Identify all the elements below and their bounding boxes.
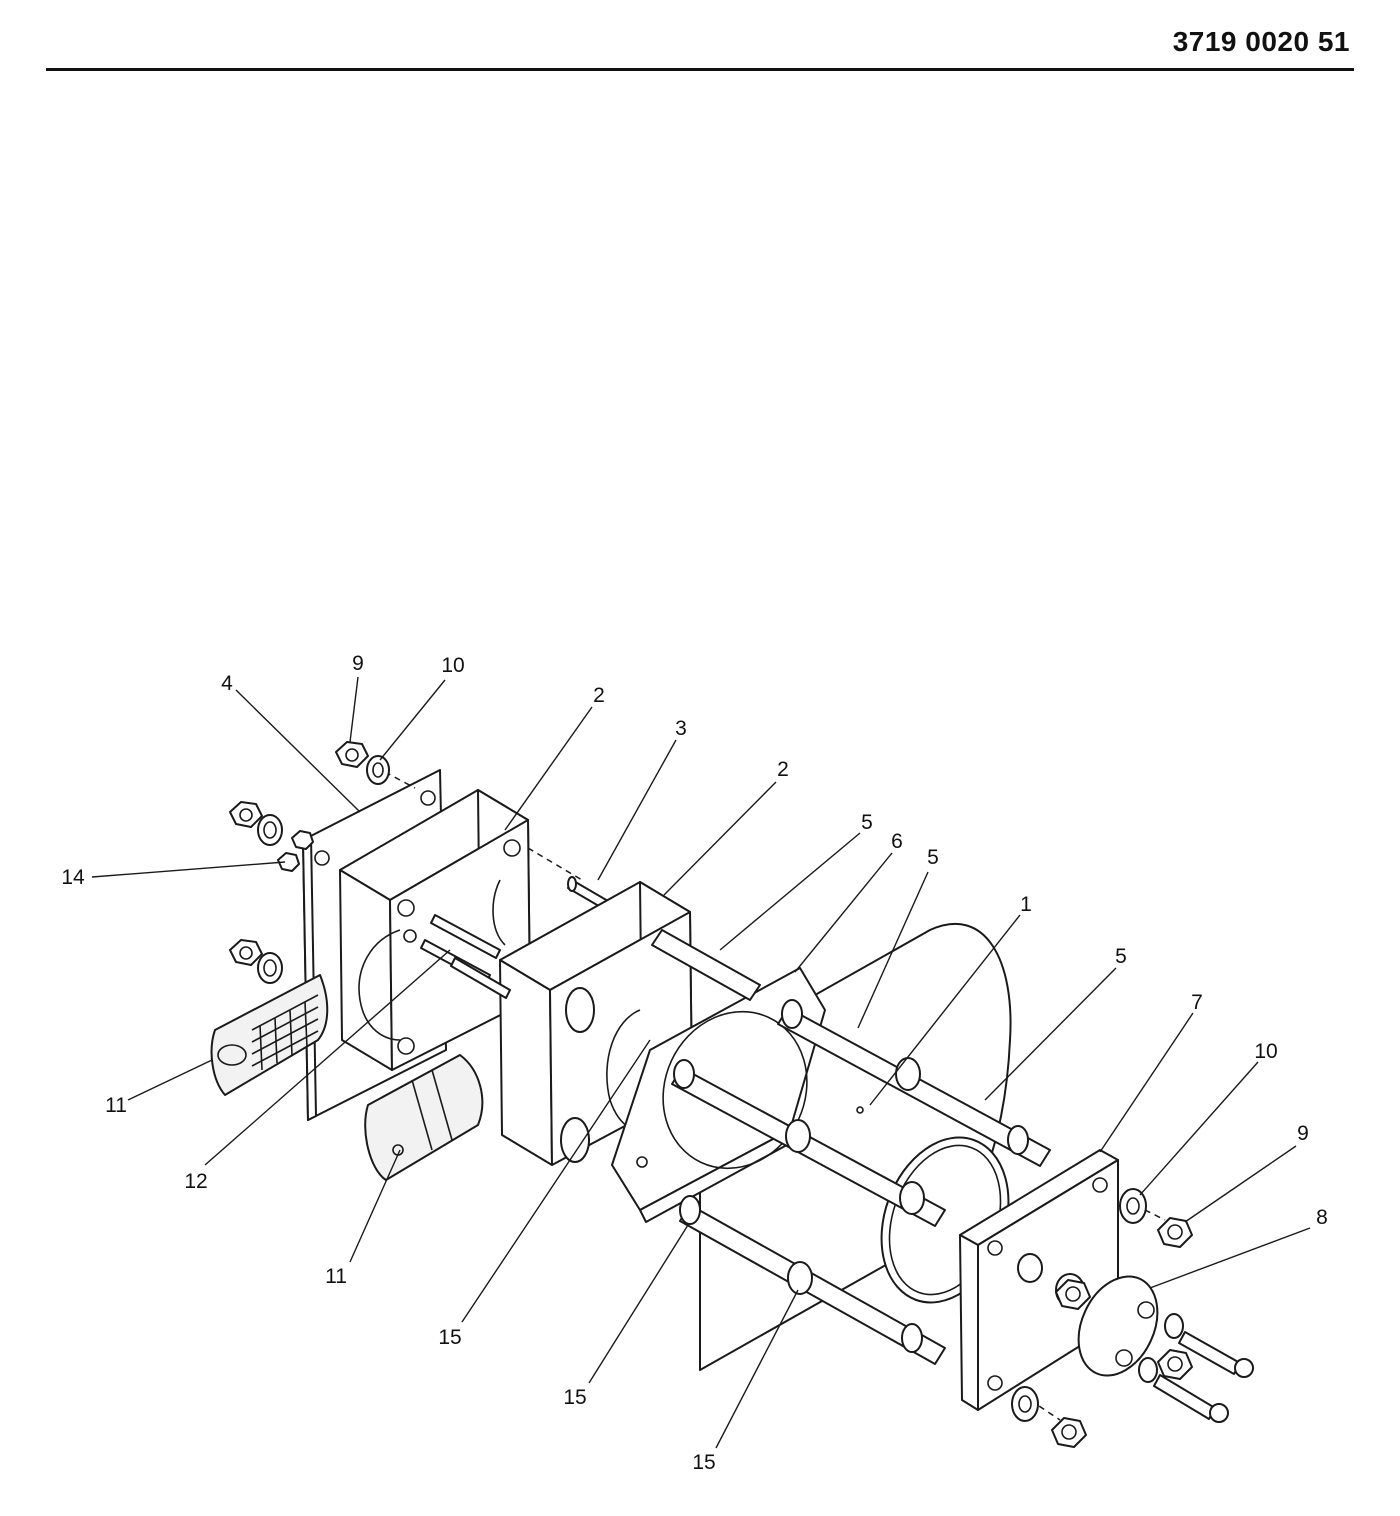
callout-2-left: 2 <box>593 684 605 707</box>
callout-labels: 9 10 4 2 3 2 5 6 5 1 5 14 7 10 9 8 11 12… <box>61 652 1328 1474</box>
callout-9-right: 9 <box>1297 1122 1309 1145</box>
tie-rods <box>651 929 1051 1365</box>
callout-12: 12 <box>184 1170 207 1193</box>
callout-2-middle: 2 <box>777 758 789 781</box>
callout-11-bottom: 11 <box>325 1265 347 1288</box>
callout-10-top: 10 <box>441 654 464 677</box>
sensor-shell-left <box>210 974 329 1096</box>
callout-7: 7 <box>1191 991 1203 1014</box>
callout-3: 3 <box>675 717 687 740</box>
callout-10-right: 10 <box>1254 1040 1277 1063</box>
callout-9-top: 9 <box>352 652 364 675</box>
callout-5-right: 5 <box>1115 945 1127 968</box>
leader-lines <box>91 676 1311 1449</box>
callout-11-left: 11 <box>105 1094 127 1117</box>
screws <box>1153 1331 1254 1423</box>
header-rule <box>46 68 1354 71</box>
callout-15-c: 15 <box>692 1451 715 1474</box>
callout-5-upper: 5 <box>861 811 873 834</box>
callout-15-b: 15 <box>563 1386 586 1409</box>
small-bolts <box>420 914 511 999</box>
sensor-shell-right <box>364 1054 484 1181</box>
callout-8: 8 <box>1316 1206 1328 1229</box>
nuts-and-washers <box>229 741 1193 1448</box>
callout-6: 6 <box>891 830 903 853</box>
callout-4: 4 <box>221 672 233 695</box>
callout-15-a: 15 <box>438 1326 461 1349</box>
document-number: 3719 0020 51 <box>1172 26 1350 57</box>
spring-coil <box>251 994 319 1071</box>
callout-14: 14 <box>61 866 85 889</box>
callout-1: 1 <box>1020 893 1032 916</box>
cover-plate <box>1077 1275 1159 1377</box>
callout-5-middle: 5 <box>927 846 939 869</box>
